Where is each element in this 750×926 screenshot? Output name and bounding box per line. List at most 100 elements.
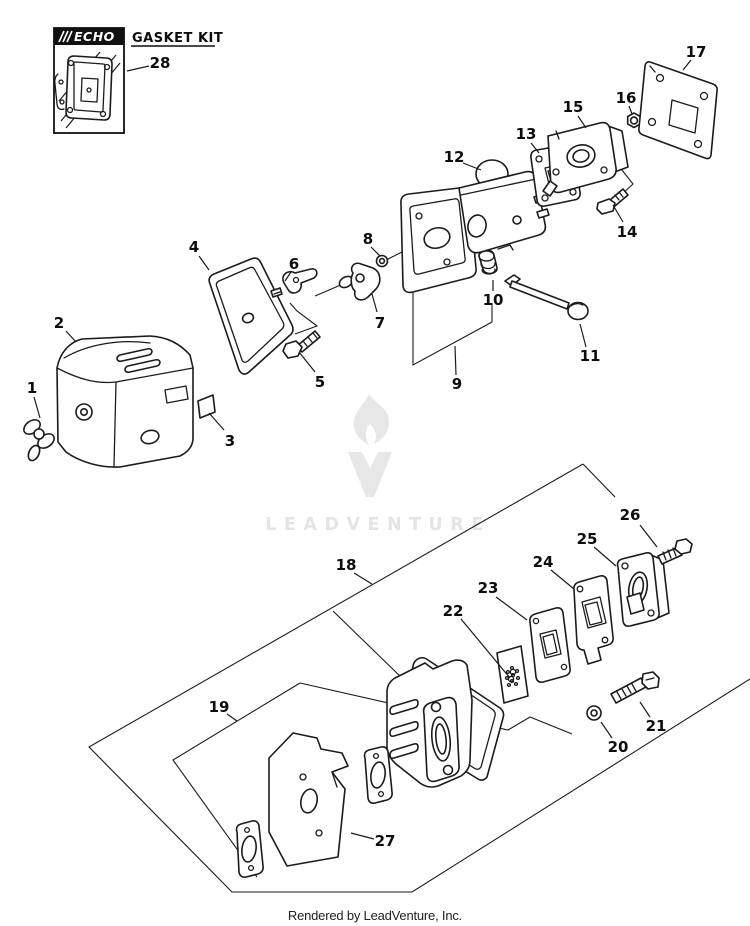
muffler-group-outline-ne <box>582 463 616 498</box>
callout-label-28: 28 <box>150 54 171 72</box>
callout-label-5: 5 <box>315 373 325 391</box>
callout-label-26: 26 <box>620 506 641 524</box>
callout-label-14: 14 <box>617 223 638 241</box>
part-10-grommet <box>478 249 498 275</box>
inner-group-outline-left <box>172 682 301 878</box>
callout-label-1: 1 <box>27 379 37 397</box>
part-4-air-filter <box>208 257 294 375</box>
callout-leader-14 <box>612 204 624 223</box>
callout-label-24: 24 <box>533 553 554 571</box>
callout-leader-16 <box>628 105 633 115</box>
part-24-gasket <box>573 575 614 665</box>
callout-label-10: 10 <box>483 291 504 309</box>
callout-leader-11 <box>579 323 587 348</box>
callout-label-21: 21 <box>646 717 667 735</box>
callout-label-25: 25 <box>577 530 598 548</box>
echo-logo: ECHO <box>54 28 124 45</box>
callout-label-2: 2 <box>54 314 64 332</box>
callout-label-11: 11 <box>580 347 601 365</box>
aircleaner-group-bracket <box>412 281 493 366</box>
callout-leader-27 <box>350 832 375 840</box>
part-21-bolt <box>610 671 660 704</box>
line-outline-to-muffler <box>332 610 405 681</box>
part-14-bolt <box>596 188 629 215</box>
callout-label-18: 18 <box>336 556 357 574</box>
callout-leader-18 <box>353 572 373 585</box>
watermark-text: LEADVENTURE <box>265 515 490 535</box>
callout-leader-26 <box>639 524 658 548</box>
callout-leader-4 <box>198 255 210 271</box>
v-logo-icon <box>348 452 392 497</box>
callout-leader-9 <box>454 345 457 376</box>
callout-leader-13 <box>530 142 540 154</box>
callout-leader-3 <box>208 412 225 431</box>
part-8-washer <box>375 254 389 268</box>
callout-label-27: 27 <box>375 832 396 850</box>
callout-label-16: 16 <box>616 89 637 107</box>
callout-leader-19 <box>226 713 238 722</box>
callout-label-8: 8 <box>363 230 373 248</box>
callout-label-4: 4 <box>189 238 199 256</box>
callout-label-23: 23 <box>478 579 499 597</box>
part-3-plate <box>197 394 216 419</box>
part-7-choke-plate <box>338 262 381 301</box>
part-15-insulator <box>542 121 629 197</box>
callout-leader-12 <box>462 162 482 171</box>
part-12-carburetor <box>458 159 550 254</box>
gasket-kit-art <box>54 51 121 129</box>
muffler-group-outline <box>88 463 750 893</box>
part-27-bracket <box>268 732 349 867</box>
callout-leader-1 <box>33 396 41 419</box>
callout-leader-28 <box>126 65 150 72</box>
footer-credit: Rendered by LeadVenture, Inc. <box>288 908 462 923</box>
leadventure-watermark: LEADVENTURE <box>265 394 490 535</box>
part-17-plate-gasket <box>638 61 718 160</box>
callout-label-12: 12 <box>444 148 465 166</box>
callout-label-9: 9 <box>452 375 462 393</box>
part-1-wing-nut <box>23 419 55 462</box>
callout-label-20: 20 <box>608 738 629 756</box>
callout-label-3: 3 <box>225 432 235 450</box>
part-22-screen-plate <box>496 645 529 704</box>
callout-leader-6 <box>284 271 292 282</box>
part-25-exhaust-guide <box>616 552 670 627</box>
part-23-gasket <box>529 607 571 683</box>
screen-dots <box>504 665 521 688</box>
gasket-kit-box: ECHO <box>53 27 125 134</box>
callout-leader-5 <box>298 351 316 373</box>
part-muffler-body <box>386 659 473 788</box>
callout-leader-8 <box>370 246 381 257</box>
line-lever-to-bolt <box>289 302 319 335</box>
callout-leader-21 <box>639 701 651 718</box>
part-27-gasket-right <box>363 746 393 804</box>
callout-leader-2 <box>65 330 77 343</box>
callout-leader-23 <box>495 596 528 621</box>
echo-brand-text: ECHO <box>74 29 115 44</box>
callout-leader-15 <box>577 115 587 129</box>
callout-label-13: 13 <box>516 125 537 143</box>
part-5-bolt <box>282 330 321 359</box>
callout-leader-25 <box>593 546 617 567</box>
part-20-washer <box>586 705 602 721</box>
flame-icon <box>353 394 390 445</box>
part-26-bolt <box>657 538 693 565</box>
part-11-choke-rod <box>504 274 589 321</box>
part-27-gasket-left <box>235 820 264 878</box>
callout-label-22: 22 <box>443 602 464 620</box>
callout-leader-7 <box>371 293 378 313</box>
part-2-air-cleaner-cover <box>56 335 194 468</box>
callout-leader-22 <box>460 618 511 679</box>
part-16-nut <box>626 112 642 129</box>
callout-label-19: 19 <box>209 698 230 716</box>
callout-label-6: 6 <box>289 255 299 273</box>
part-6-choke-lever <box>270 268 318 298</box>
callout-label-17: 17 <box>686 43 707 61</box>
callout-label-15: 15 <box>563 98 584 116</box>
callout-leader-17 <box>682 59 692 71</box>
kit-title: GASKET KIT <box>132 31 223 46</box>
echo-logo-stripes <box>58 30 73 43</box>
callout-leader-24 <box>550 569 575 590</box>
callout-label-7: 7 <box>375 314 385 332</box>
